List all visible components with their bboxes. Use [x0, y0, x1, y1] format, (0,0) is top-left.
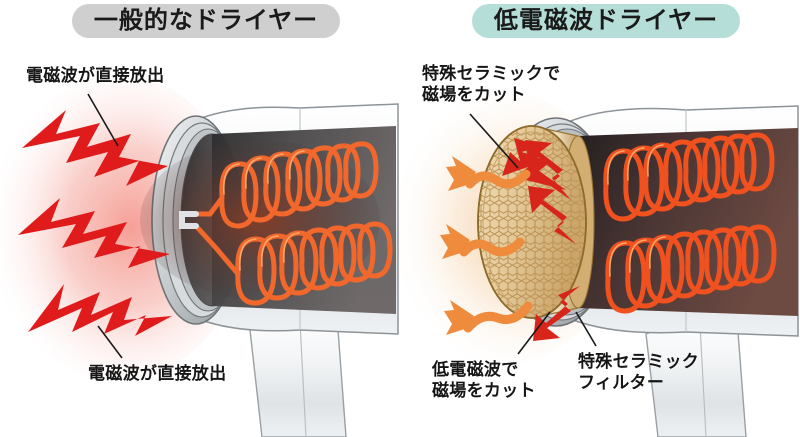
honeycomb-pattern: [478, 126, 586, 318]
airflow-arrows: [459, 169, 533, 333]
airflow-head-1: [446, 156, 476, 191]
airflow-wave-3: [463, 301, 533, 333]
emf-arrow-2: [18, 198, 170, 268]
label-line: 電磁波が直接放出: [26, 66, 165, 85]
heating-coil-lower: [605, 224, 777, 314]
label-emf-direct-bottom: 電磁波が直接放出: [88, 364, 226, 385]
leader-top: [87, 93, 119, 147]
leader-low-emf: [517, 311, 551, 355]
heating-coil-upper: [219, 141, 379, 229]
coil-feed-sheath: [179, 211, 199, 229]
label-ceramic-filter-name: 特殊セラミック フィルター: [578, 352, 699, 393]
emf-arrow-3: [28, 284, 172, 336]
label-ceramic-cuts-field: 特殊セラミックで 磁場をカット: [422, 64, 560, 105]
heating-coil-upper: [603, 132, 775, 222]
label-emf-direct-top: 電磁波が直接放出: [26, 66, 164, 87]
heading-text-conventional: 一般的なドライヤー: [93, 7, 319, 34]
dryer-body: [195, 103, 399, 335]
label-line: 電磁波が直接放出: [88, 364, 227, 383]
heating-coil-upper-highlight: [222, 150, 305, 195]
label-low-emf-cuts-field: 低電磁波で 磁場をカット: [432, 360, 536, 401]
barrel-interior: [578, 128, 798, 316]
heating-coil-lower: [235, 221, 393, 306]
emf-chevron-bot: [533, 286, 580, 341]
airflow-wave-2: [459, 237, 525, 257]
ceramic-filter-disc: [477, 125, 587, 319]
ceramic-filter-edge: [531, 125, 595, 319]
label-line: 磁場をカット: [432, 380, 536, 400]
leader-lines: [87, 93, 123, 359]
barrel-cutaway-rings: [497, 117, 617, 327]
emf-chevron-group: [525, 140, 580, 341]
heading-text-low-emf: 低電磁波ドライヤー: [493, 7, 719, 34]
barrel-cutaway-rings: [151, 115, 244, 325]
leader-filter-name: [575, 311, 597, 347]
heating-coil-upper-highlight: [607, 144, 664, 185]
leader-ceramic-top: [469, 113, 519, 169]
airflow-head-2: [440, 224, 470, 259]
emf-arrow-1: [502, 138, 566, 190]
heading-pill-conventional: 一般的なドライヤー: [72, 4, 340, 38]
emf-chevron-mid: [528, 186, 576, 244]
label-line: 低電磁波で: [432, 360, 519, 379]
label-line: 磁場をカット: [422, 84, 526, 104]
leader-bottom: [97, 325, 123, 359]
emf-arrow-1: [22, 110, 168, 186]
emf-chevron-top: [525, 140, 571, 200]
airflow-head-3: [444, 300, 474, 335]
emf-arrows: [18, 110, 172, 336]
panel-conventional-dryer: 一般的なドライヤー 電磁波が直接放出 電磁波が直接放出: [0, 4, 399, 437]
panel-low-emf-dryer: 低電磁波ドライヤー 特殊セラミックで 磁場をカット 低電磁波で 磁場をカット 特…: [400, 0, 800, 437]
airflow-wave-1: [465, 169, 531, 189]
barrel-interior: [140, 126, 396, 314]
heating-coil-lower-highlight: [239, 232, 300, 271]
dryer-handle: [249, 315, 347, 437]
label-line: 特殊セラミック: [578, 352, 700, 371]
heading-pill-low-emf: 低電磁波ドライヤー: [472, 4, 740, 38]
heating-coil-lower-highlight: [609, 236, 666, 277]
airflow-arrowheads: [440, 156, 476, 335]
label-line: フィルター: [578, 372, 665, 392]
leader-lines: [469, 113, 597, 355]
label-line: 特殊セラミックで: [422, 64, 561, 83]
coil-feed-wires: [193, 195, 241, 277]
emf-blocked-arrows: [502, 138, 580, 341]
dryer-body: [567, 105, 799, 337]
